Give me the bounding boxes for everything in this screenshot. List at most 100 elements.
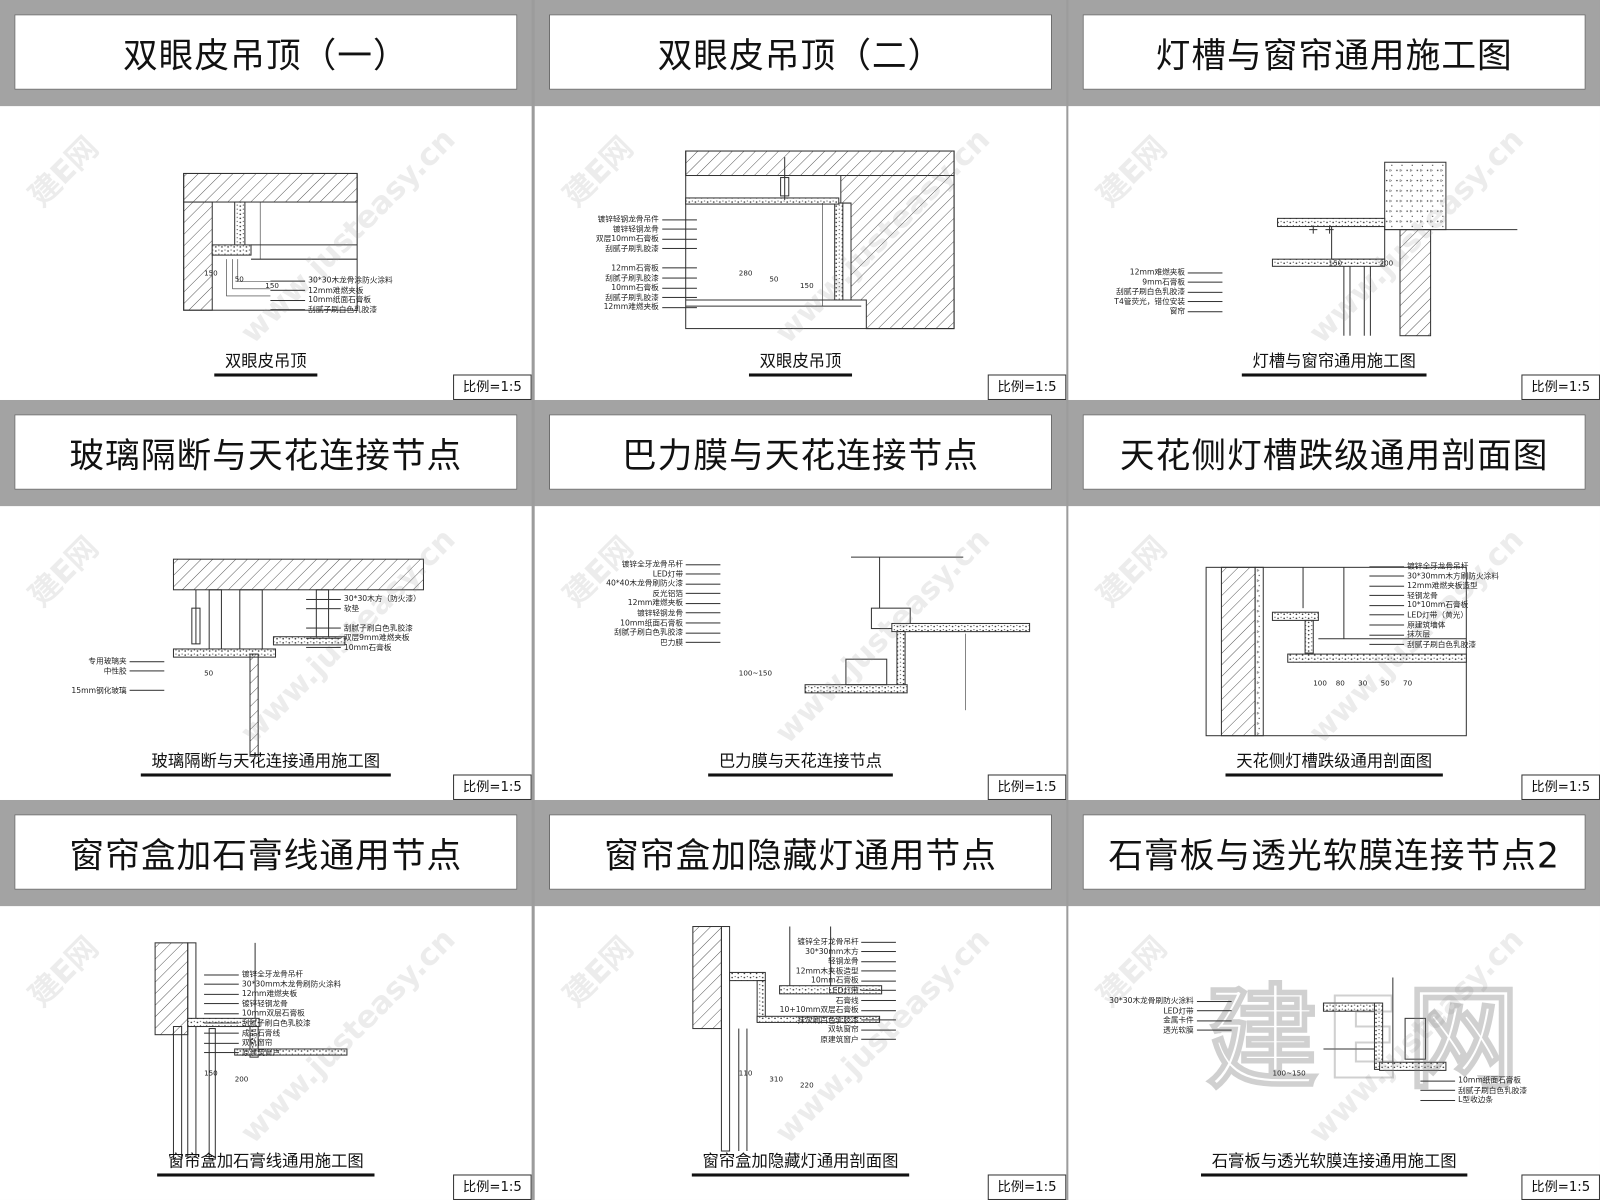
annotation-label: 成品石膏线 [204,1028,341,1038]
annotation-label: 30*30木龙骨刷防火涂料 [1109,996,1231,1006]
annotation-label: 10mm纸面石膏板 [270,295,392,305]
drawing-area: www.justeasy.cn建E网12mm难燃夹板9mm石膏板刮腻子刷白色乳胶… [1068,106,1600,400]
caption-text: 巴力膜与天花连接节点 [708,747,893,777]
annotation-label: LED灯带 [606,569,721,579]
caption-text: 双眼皮吊顶 [749,347,852,377]
section-drawing [183,172,358,311]
annotation-label: 刮腻子刷乳胶漆 [596,244,697,254]
panel-title: 双眼皮吊顶（一） [122,35,409,77]
scale-label: 比例=1:5 [453,374,532,400]
annotation-label: 刮腻子刷白色乳胶漆 [270,305,392,315]
dimension-label: 110 [738,1069,753,1078]
panel-header: 巴力膜与天花连接节点 [534,399,1067,507]
panel-header: 双眼皮吊顶（一） [0,0,532,107]
section-drawing [685,150,955,330]
annotation-label: 30*30木龙骨涂防火涂料 [270,276,393,286]
panel-title-box: 玻璃隔断与天花连接节点 [14,414,518,490]
dimension-label: 70 [1403,679,1413,688]
panel-title: 窗帘盒加石膏线通用节点 [69,835,463,877]
panel-title-box: 天花侧灯槽跌级通用剖面图 [1082,414,1586,490]
panel-title: 玻璃隔断与天花连接节点 [69,435,463,477]
scale-label: 比例=1:5 [453,774,532,800]
annotation-label: 12mm难燃夹板 [606,598,721,608]
panel-title-box: 灯槽与窗帘通用施工图 [1082,14,1586,90]
annotation-label: 镀锌全牙龙骨吊杆 [606,559,721,569]
detail-panel: 双眼皮吊顶（二） www.justeasy.cn建E网镀锌轻钢龙骨吊件镀锌轻钢龙… [534,0,1067,400]
annotation-label: 反光铝箔 [606,589,721,599]
annotation-label: 轻钢龙骨 [780,956,897,966]
annotation-label: 刮腻子刷白色乳胶漆 [1369,640,1499,650]
annotation-label: 专用玻璃夹 [71,656,164,666]
detail-panel: 灯槽与窗帘通用施工图 www.justeasy.cn建E网12mm难燃夹板9mm… [1068,0,1600,400]
annotation-label: L型收边条 [1420,1095,1527,1105]
annotation-label: 镀锌轻钢龙骨吊件 [596,214,697,224]
annotation-label: 镀锌轻钢龙骨 [606,608,721,618]
annotation-label: 30*30mm木龙骨刷防火涂料 [204,979,341,989]
annotation-label: LED灯带（黄光） [1369,610,1499,620]
dimension-label: 150 [204,1069,218,1078]
caption-text: 窗帘盒加石膏线通用施工图 [157,1147,374,1177]
annotation-label: 10mm纸面石膏板 [1420,1076,1527,1086]
panel-header: 天花侧灯槽跌级通用剖面图 [1068,399,1600,507]
scale-label: 比例=1:5 [1521,774,1600,800]
section-drawing [1271,161,1518,337]
annotation-label: 石膏线 [780,995,897,1005]
dimension-label: 30 [1358,679,1368,688]
annotation-label: 10mm石膏板 [780,976,897,986]
annotation-label: 金属卡件 [1109,1015,1231,1025]
annotation-label: 原建筑墙体 [1369,620,1499,630]
dimension-label: 310 [769,1075,784,1084]
section-drawing [1205,566,1467,737]
drawing-caption: 窗帘盒加隐藏灯通用剖面图 [535,1147,1067,1177]
panel-header: 石膏板与透光软膜连接节点2 [1068,799,1600,907]
panel-header: 灯槽与窗帘通用施工图 [1068,0,1600,107]
annotation-label: 12mm石膏板 [596,263,697,273]
annotation-label: 刮腻子刷白色乳胶漆 [1114,287,1223,297]
annotation-label: 10+10mm双层石膏板 [780,1005,897,1015]
dimension-label: 50 [1380,679,1390,688]
annotation-label: 15mm钢化玻璃 [71,685,164,695]
annotation-label: 轻钢龙骨 [1369,591,1499,601]
panel-title: 石膏板与透光软膜连接节点2 [1108,835,1561,877]
annotation-label: 12mm难燃夹板 [596,302,697,312]
annotation-label: 刮腻子刷乳胶漆 [596,273,697,283]
scale-label: 比例=1:5 [1521,374,1600,400]
annotation-label: 抹灰刷白色乳胶漆 [780,1015,897,1025]
panel-title-box: 窗帘盒加隐藏灯通用节点 [548,814,1053,890]
annotation-label: 12mm难燃夹板 [1114,267,1223,277]
annotation-label: 双层10mm石膏板 [596,234,697,244]
annotation-label: 30*30木方（防火漆） [306,594,421,604]
dimension-label: 50 [769,275,779,284]
dimension-label: 80 [1335,679,1345,688]
annotation-label: 双层9mm难燃夹板 [306,633,421,643]
annotation-label: 刮腻子刷白色乳胶漆 [306,623,421,633]
drawing-area: www.justeasy.cn建E网镀锌轻钢龙骨吊件镀锌轻钢龙骨双层10mm石膏… [534,106,1067,400]
panel-title: 灯槽与窗帘通用施工图 [1155,35,1513,77]
annotation-label: 10mm石膏板 [306,643,421,653]
dimension-label: 200 [1379,259,1394,268]
annotation-label: 镀锌轻钢龙骨 [204,999,341,1009]
panel-title-box: 双眼皮吊顶（一） [14,14,518,90]
caption-text: 石膏板与透光软膜连接通用施工图 [1201,1147,1467,1177]
annotation-label: 10*10mm石膏板 [1369,600,1499,610]
annotation-label: 刮腻子刷乳胶漆 [596,293,697,303]
annotation-label: T4管荧光，错位安装 [1114,297,1223,307]
